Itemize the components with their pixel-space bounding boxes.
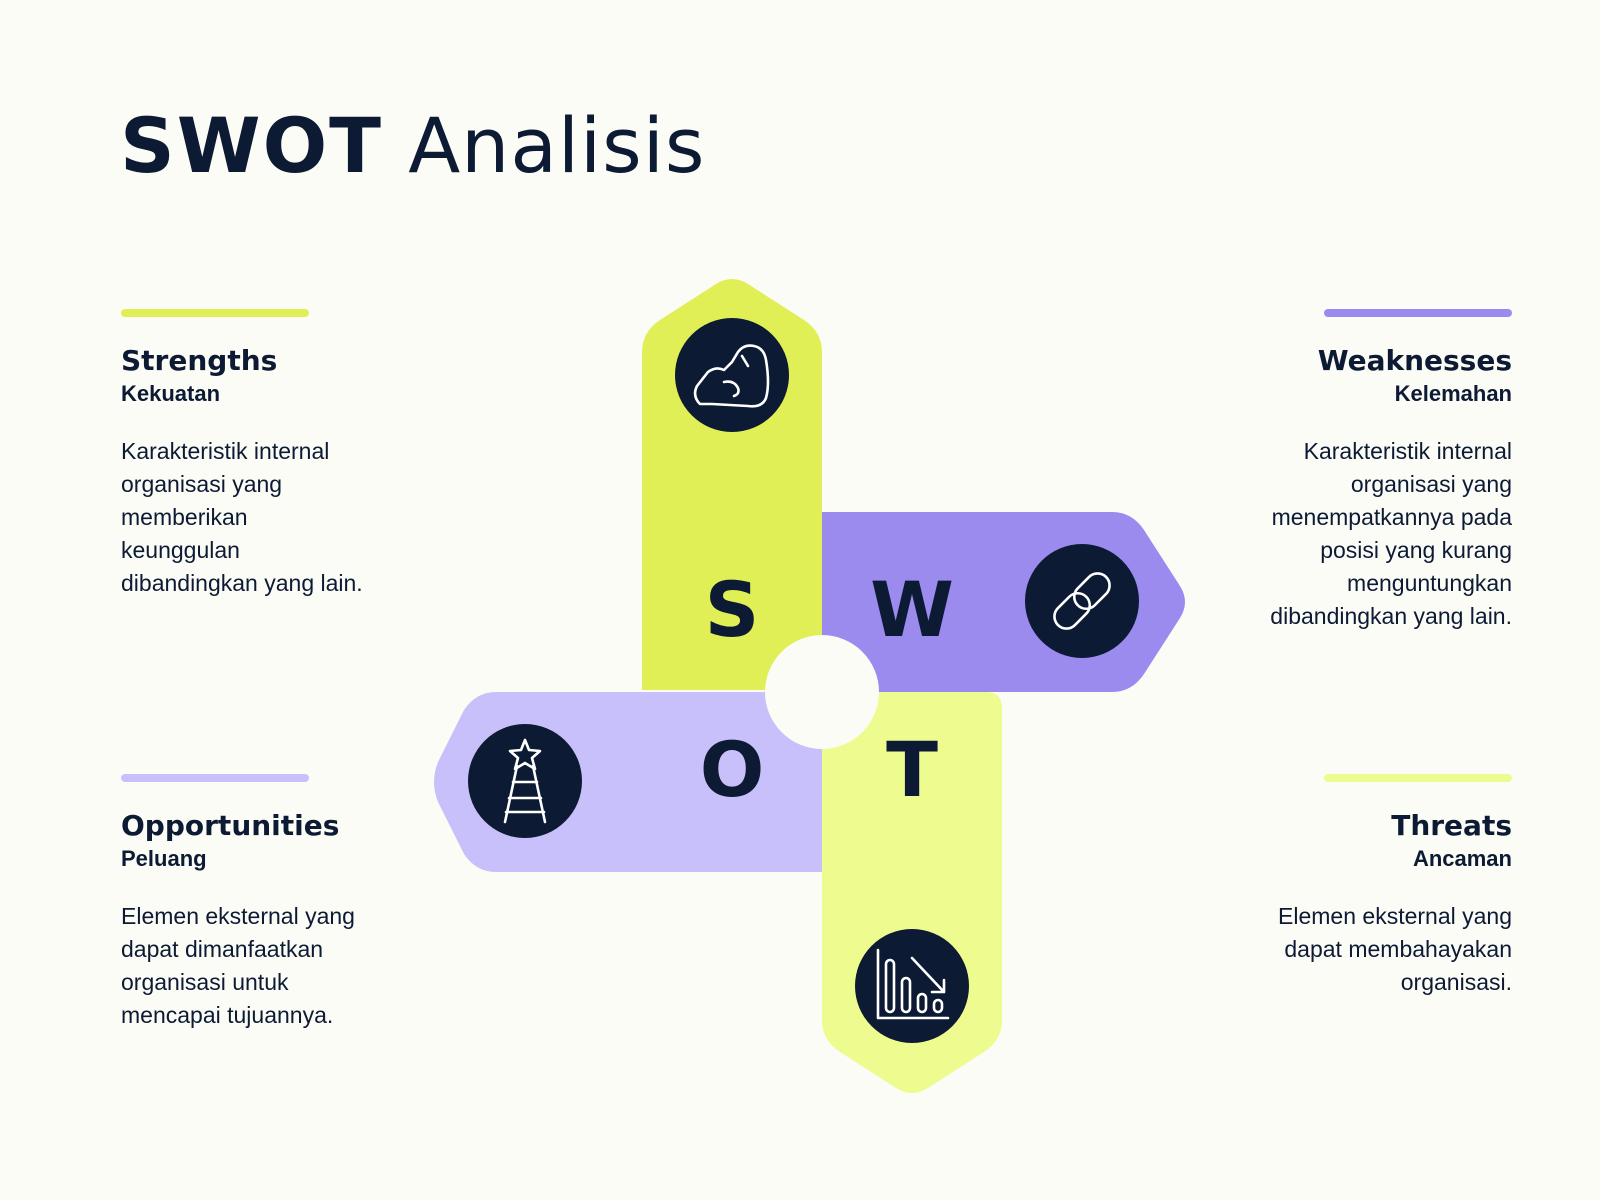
declining-chart-icon <box>855 929 969 1043</box>
opportunities-heading: Opportunities <box>121 809 340 842</box>
weaknesses-block: Weaknesses Kelemahan Karakteristik inter… <box>1222 309 1512 633</box>
weaknesses-heading: Weaknesses <box>1317 344 1512 377</box>
weaknesses-subheading: Kelemahan <box>1394 381 1512 406</box>
threats-accent-bar <box>1324 774 1512 782</box>
title-bold: SWOT <box>120 101 384 190</box>
flexed-arm-icon <box>675 318 789 432</box>
threats-block: Threats Ancaman Elemen eksternal yang da… <box>1242 774 1512 999</box>
weaknesses-accent-bar <box>1324 309 1512 317</box>
letter-t: T <box>886 725 938 814</box>
title-light: Analisis <box>408 101 706 190</box>
opportunities-subheading: Peluang <box>121 846 207 871</box>
threats-heading: Threats <box>1391 809 1512 842</box>
opportunities-block: Opportunities Peluang Elemen eksternal y… <box>121 774 391 1032</box>
strengths-description: Karakteristik internal organisasi yang m… <box>121 438 363 596</box>
strengths-block: Strengths Kekuatan Karakteristik interna… <box>121 309 371 600</box>
letter-w: W <box>870 565 954 654</box>
chain-link-icon <box>1025 544 1139 658</box>
strengths-heading: Strengths <box>121 344 278 377</box>
page-title: SWOT Analisis <box>120 108 705 184</box>
letter-o: O <box>700 725 765 814</box>
strengths-subheading: Kekuatan <box>121 381 221 406</box>
opportunities-description: Elemen eksternal yang dapat dimanfaatkan… <box>121 903 355 1028</box>
center-circle <box>765 635 879 749</box>
letter-s: S <box>705 565 760 654</box>
opportunities-accent-bar <box>121 774 309 782</box>
weaknesses-description: Karakteristik internal organisasi yang m… <box>1270 438 1512 629</box>
threats-description: Elemen eksternal yang dapat membahayakan… <box>1278 903 1512 995</box>
strengths-accent-bar <box>121 309 309 317</box>
ladder-star-icon <box>468 724 582 838</box>
threats-subheading: Ancaman <box>1412 846 1512 871</box>
